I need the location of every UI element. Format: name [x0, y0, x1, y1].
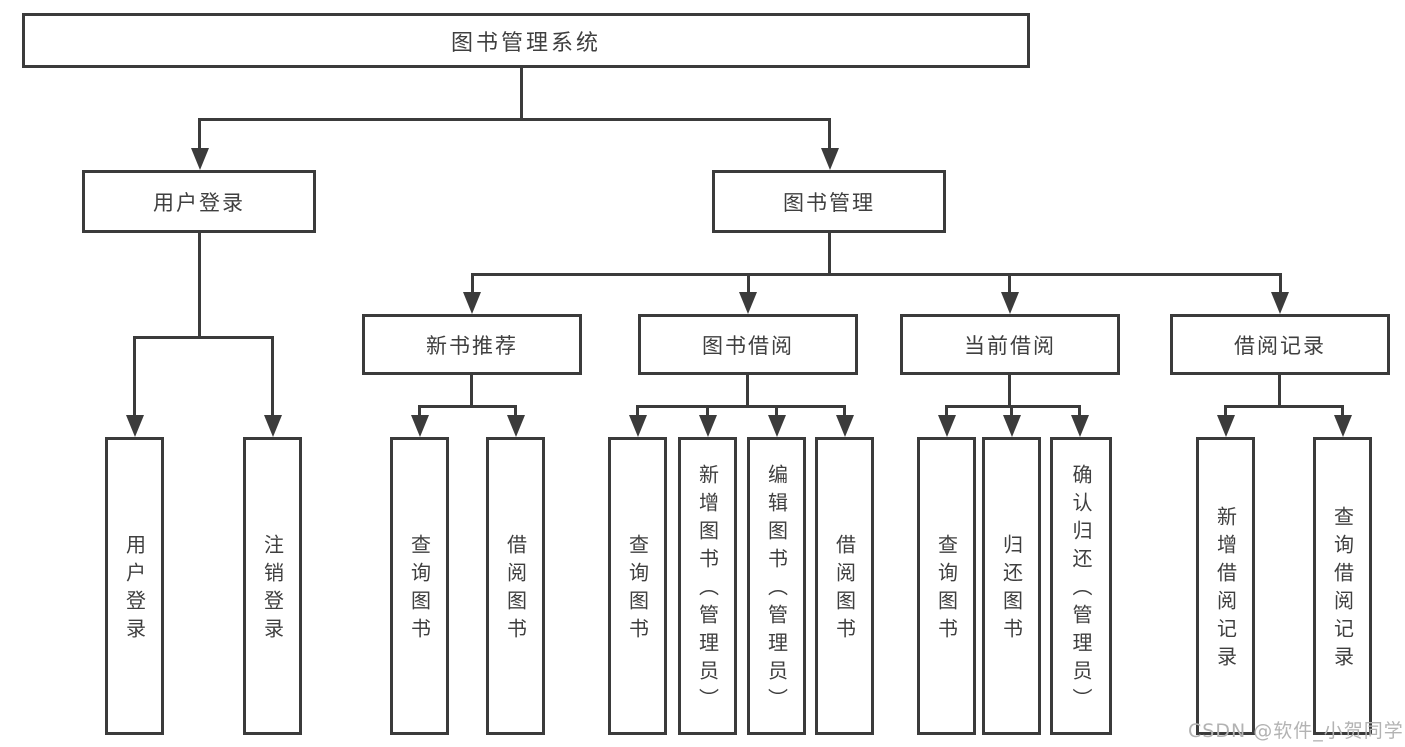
connector-line [520, 68, 523, 121]
arrow-down-icon [126, 415, 144, 437]
node-label: 借阅图书 [503, 534, 528, 646]
connector-line [1008, 273, 1011, 295]
connector-line [198, 233, 201, 339]
node-label: 图书管理系统 [450, 30, 601, 56]
node-label: 图书管理 [783, 190, 875, 215]
leaf-newbook-query-books: 查询图书 [390, 437, 449, 735]
node-label: 图书借阅 [702, 333, 794, 358]
arrow-down-icon [1071, 415, 1089, 437]
node-current-borrow: 当前借阅 [900, 314, 1120, 375]
connector-line [945, 405, 1081, 408]
arrow-down-icon [836, 415, 854, 437]
node-label: 新增借阅记录 [1213, 506, 1238, 674]
leaf-borrow-edit-books-admin: 编辑图书（管理员） [747, 437, 806, 735]
arrow-down-icon [411, 415, 429, 437]
arrow-down-icon [264, 415, 282, 437]
leaf-newbook-borrow-books: 借阅图书 [486, 437, 545, 735]
arrow-down-icon [1003, 415, 1021, 437]
node-book-management: 图书管理 [712, 170, 946, 233]
connector-line [775, 405, 778, 417]
connector-line [1224, 405, 1227, 417]
arrow-down-icon [1001, 292, 1019, 314]
connector-line [418, 405, 517, 408]
node-new-book-recommend: 新书推荐 [362, 314, 582, 375]
connector-line [471, 273, 1282, 276]
arrow-down-icon [629, 415, 647, 437]
connector-line [418, 405, 421, 417]
node-borrow-records: 借阅记录 [1170, 314, 1390, 375]
node-label: 查询图书 [625, 534, 650, 646]
arrow-down-icon [1217, 415, 1235, 437]
node-label: 查询图书 [934, 534, 959, 646]
leaf-borrow-add-books-admin: 新增图书（管理员） [678, 437, 737, 735]
node-label: 注销登录 [260, 534, 285, 646]
connector-line [514, 405, 517, 417]
connector-line [198, 118, 201, 154]
node-label: 新书推荐 [426, 333, 518, 358]
leaf-logout: 注销登录 [243, 437, 302, 735]
connector-line [1341, 405, 1344, 417]
node-label: 新增图书（管理员） [695, 464, 720, 716]
connector-line [1010, 405, 1013, 417]
connector-line [747, 273, 750, 295]
connector-line [133, 336, 274, 339]
leaf-records-add-record: 新增借阅记录 [1196, 437, 1255, 735]
connector-line [636, 405, 846, 408]
node-label: 确认归还（管理员） [1069, 464, 1093, 716]
node-label: 用户登录 [153, 190, 245, 215]
node-label: 查询借阅记录 [1330, 506, 1355, 674]
arrow-down-icon [739, 292, 757, 314]
connector-line [1279, 273, 1282, 295]
node-root-library-management-system: 图书管理系统 [22, 13, 1030, 68]
arrow-down-icon [507, 415, 525, 437]
arrow-down-icon [191, 148, 209, 170]
connector-line [471, 273, 474, 295]
arrow-down-icon [699, 415, 717, 437]
node-label: 归还图书 [999, 534, 1024, 646]
node-label: 借阅记录 [1234, 333, 1326, 358]
node-label: 查询图书 [407, 534, 432, 646]
connector-line [1078, 405, 1081, 417]
leaf-current-confirm-return-admin: 确认归还（管理员） [1050, 437, 1112, 735]
node-label: 借阅图书 [832, 534, 857, 646]
arrow-down-icon [1271, 292, 1289, 314]
connector-line [1278, 375, 1281, 408]
arrow-down-icon [821, 148, 839, 170]
node-label: 当前借阅 [964, 333, 1056, 358]
leaf-current-query-books: 查询图书 [917, 437, 976, 735]
connector-line [133, 336, 136, 417]
node-book-borrow: 图书借阅 [638, 314, 858, 375]
connector-line [1008, 375, 1011, 408]
leaf-current-return-books: 归还图书 [982, 437, 1041, 735]
leaf-records-query-record: 查询借阅记录 [1313, 437, 1372, 735]
connector-line [945, 405, 948, 417]
csdn-watermark: CSDN @软件_小贺同学 [1188, 720, 1404, 742]
leaf-borrow-borrow-books: 借阅图书 [815, 437, 874, 735]
connector-line [706, 405, 709, 417]
arrow-down-icon [463, 292, 481, 314]
leaf-user-login: 用户登录 [105, 437, 164, 735]
connector-line [828, 233, 831, 276]
arrow-down-icon [768, 415, 786, 437]
connector-line [198, 118, 831, 121]
connector-line [746, 375, 749, 408]
connector-line [828, 118, 831, 154]
connector-line [636, 405, 639, 417]
connector-line [470, 375, 473, 408]
arrow-down-icon [938, 415, 956, 437]
connector-line [1224, 405, 1344, 408]
node-user-login: 用户登录 [82, 170, 316, 233]
arrow-down-icon [1334, 415, 1352, 437]
node-label: 编辑图书（管理员） [764, 464, 789, 716]
connector-line [843, 405, 846, 417]
node-label: 用户登录 [122, 534, 147, 646]
connector-line [271, 336, 274, 417]
leaf-borrow-query-books: 查询图书 [608, 437, 667, 735]
